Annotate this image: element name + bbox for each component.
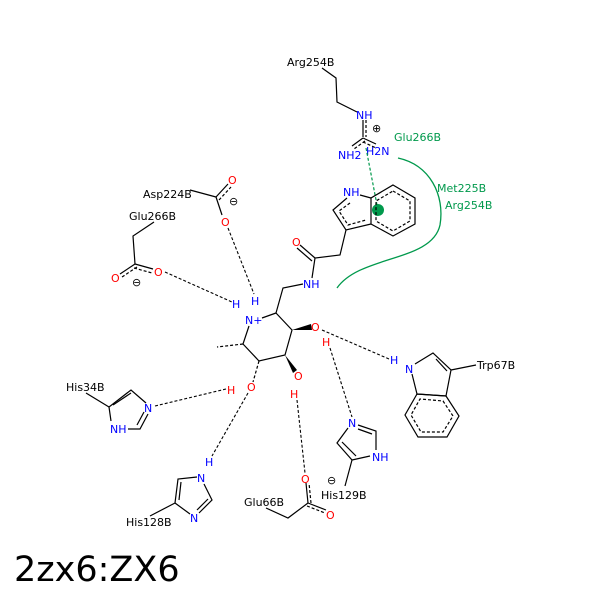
atom-glu66-o1: O (301, 473, 310, 486)
atom-his128-n1: N (197, 472, 205, 485)
atom-asp-o1: O (228, 174, 237, 187)
label-glu66: Glu66B (244, 496, 284, 509)
label-asp224: Asp224B (143, 188, 192, 201)
atom-amide-nh: NH (303, 278, 320, 291)
atom-h-o2: H (290, 388, 298, 401)
atom-amide-o: O (292, 236, 301, 249)
atom-o2: O (294, 370, 303, 383)
ligand-piperidine: N+ H H O H O H O H (216, 295, 330, 401)
label-met225-green: Met225B (437, 182, 486, 195)
atom-his128-n2: N (190, 512, 198, 525)
minus-charge-icon: ⊖ (132, 276, 141, 289)
residue-his128: His128B N H N (126, 456, 213, 529)
minus-charge-icon: ⊖ (229, 195, 238, 208)
atom-o1: O (311, 321, 320, 334)
atom-h2n: H2N (366, 145, 390, 158)
atom-h-o1: H (322, 336, 330, 349)
label-glu266-green: Glu266B (394, 131, 441, 144)
atom-his34-n: N (144, 402, 152, 415)
hydrophobic-contact-curve (336, 157, 442, 289)
atom-h-o3: H (227, 384, 235, 397)
diagram-title: 2zx6:ZX6 (14, 550, 180, 590)
plus-charge-icon: ⊕ (372, 122, 381, 135)
residue-glu66: Glu66B O O ⊖ (244, 473, 336, 522)
residue-asp224: Asp224B O O ⊖ (143, 174, 238, 229)
residue-his34: His34B N NH (66, 381, 152, 436)
minus-charge-icon: ⊖ (327, 474, 336, 487)
atom-glu266-o1: O (111, 272, 120, 285)
label-arg254-green: Arg254B (445, 199, 492, 212)
atom-asp-o2: O (221, 216, 230, 229)
label-his128: His128B (126, 516, 172, 529)
atom-nh: NH (356, 109, 373, 122)
label-trp67: Trp67B (476, 359, 515, 372)
ring-centroid-dot (372, 204, 384, 216)
atom-nh2: NH2 (338, 149, 362, 162)
atom-h-n2: H (251, 295, 259, 308)
atom-n-plus: N+ (245, 314, 262, 327)
atom-his129-n: N (348, 417, 356, 430)
label-glu266: Glu266B (129, 210, 176, 223)
label-his129: His129B (321, 489, 367, 502)
residue-trp67: Trp67B N H (390, 352, 515, 438)
atom-trp-n: N (405, 363, 413, 376)
label-his34: His34B (66, 381, 105, 394)
residue-arg254-top: Arg254B NH ⊕ NH2 H2N (287, 56, 390, 162)
atom-his129-nh: NH (372, 451, 389, 464)
residue-glu266: Glu266B O O ⊖ (111, 210, 176, 289)
atom-o3: O (247, 381, 256, 394)
atom-indole-nh: NH (343, 186, 360, 199)
atom-h-n1: H (232, 298, 240, 311)
hydrogen-bonds (154, 227, 390, 474)
atom-glu66-o2: O (326, 509, 335, 522)
ligand-indole: NH O NH (275, 184, 416, 314)
residue-his129: His129B N NH (321, 417, 389, 502)
atom-his128-h: H (205, 456, 213, 469)
atom-his34-nh: NH (110, 423, 127, 436)
atom-glu266-o2: O (154, 266, 163, 279)
atom-trp-h: H (390, 354, 398, 367)
label-arg254-top: Arg254B (287, 56, 334, 69)
